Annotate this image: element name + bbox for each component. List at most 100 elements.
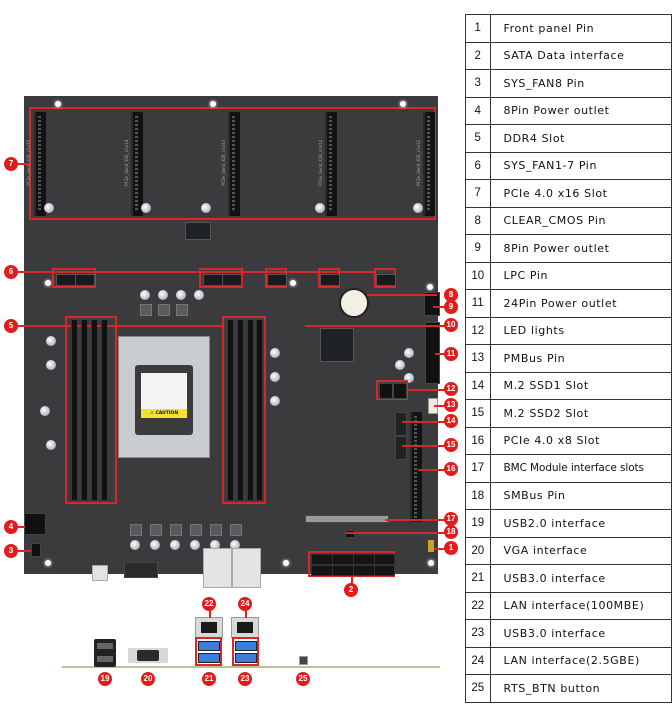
capacitor — [404, 373, 414, 383]
callout-leader — [17, 271, 374, 273]
rts-button — [299, 656, 308, 665]
legend-label: USB2.0 interface — [489, 509, 672, 538]
mounting-hole — [45, 560, 51, 566]
fan-header-highlight — [199, 268, 243, 288]
callout-leader — [305, 325, 447, 327]
sys-fan8-header — [31, 543, 41, 557]
dimm-slot — [237, 320, 243, 500]
capacitor — [194, 290, 204, 300]
callout-badge-15: 15 — [444, 438, 458, 452]
capacitor — [270, 372, 280, 382]
legend-number: 10 — [465, 261, 491, 290]
chip — [185, 222, 211, 240]
callout-leader — [385, 519, 447, 521]
callout-leader — [433, 306, 449, 308]
mounting-hole — [290, 280, 296, 286]
capacitor — [44, 203, 54, 213]
legend-label: 24Pin Power outlet — [489, 289, 672, 318]
legend-number: 15 — [465, 399, 491, 428]
fan-header — [75, 274, 95, 286]
sata-port — [374, 565, 395, 576]
capacitor — [315, 203, 325, 213]
capacitor — [404, 348, 414, 358]
mounting-hole — [55, 101, 61, 107]
choke — [150, 524, 162, 536]
legend-label: LED lights — [489, 316, 672, 345]
capacitor — [150, 540, 160, 550]
capacitor — [130, 540, 140, 550]
legend-label: USB3.0 interface — [489, 619, 672, 648]
callout-badge-9: 9 — [444, 300, 458, 314]
legend-label: 8Pin Power outlet — [489, 234, 672, 263]
legend-number: 21 — [465, 564, 491, 593]
dimm-slot — [81, 320, 87, 500]
mounting-hole — [428, 560, 434, 566]
callout-badge-8: 8 — [444, 288, 458, 302]
lan-port-board — [203, 548, 232, 588]
choke — [176, 304, 188, 316]
legend-label: CLEAR_CMOS Pin — [489, 206, 672, 235]
capacitor — [46, 440, 56, 450]
callout-badge-14: 14 — [444, 414, 458, 428]
callout-badge-17: 17 — [444, 512, 458, 526]
callout-leader — [418, 469, 448, 471]
callout-badge-12: 12 — [444, 382, 458, 396]
choke — [140, 304, 152, 316]
legend-number: 24 — [465, 646, 491, 675]
legend-number: 14 — [465, 371, 491, 400]
usb3-port — [235, 653, 257, 663]
cpu-caution-label: ⚠ CAUTION — [141, 409, 187, 418]
legend-number: 22 — [465, 591, 491, 620]
legend-number: 6 — [465, 151, 491, 180]
choke — [130, 524, 142, 536]
legend-number: 11 — [465, 289, 491, 318]
callout-badge-4: 4 — [4, 520, 18, 534]
capacitor — [395, 360, 405, 370]
legend-number: 12 — [465, 316, 491, 345]
sata-port — [374, 554, 395, 565]
legend-number: 5 — [465, 124, 491, 153]
fan-header — [56, 274, 76, 286]
legend-label: SYS_FAN8 Pin — [489, 69, 672, 98]
ddr4-highlight — [65, 316, 117, 504]
lan-port-100mbe — [195, 617, 223, 638]
dimm-slot — [227, 320, 233, 500]
capacitor — [141, 203, 151, 213]
pcie-x8-slot — [410, 412, 422, 522]
pcie-x16-slot-1 — [423, 112, 435, 216]
legend-label: LAN interface(2.5GBE) — [489, 646, 672, 675]
legend-number: 20 — [465, 536, 491, 565]
callout-badge-6: 6 — [4, 265, 18, 279]
choke — [230, 524, 242, 536]
8pin-power-connector — [424, 292, 440, 316]
led-lights-highlight — [376, 380, 408, 400]
legend-number: 23 — [465, 619, 491, 648]
fan-header — [267, 274, 287, 286]
legend-label: Front panel Pin — [489, 14, 672, 43]
callout-badge-18: 18 — [444, 525, 458, 539]
callout-badge-25: 25 — [296, 672, 310, 686]
dimm-slot — [71, 320, 77, 500]
led-digit — [379, 383, 393, 399]
capacitor — [158, 290, 168, 300]
pcie-slot-silkscreen: PCIe_Gen4_X16_slot1 — [416, 140, 421, 186]
pcie-x16-slot-4 — [131, 112, 143, 216]
m2-ssd1-slot — [395, 412, 407, 436]
callout-badge-10: 10 — [444, 318, 458, 332]
pcie-x16-slot-2 — [325, 112, 337, 216]
callout-leader — [345, 532, 447, 534]
callout-leader — [408, 389, 448, 391]
pcie-slot-silkscreen: PCIe_Gen4_X16_slot4 — [124, 140, 129, 186]
